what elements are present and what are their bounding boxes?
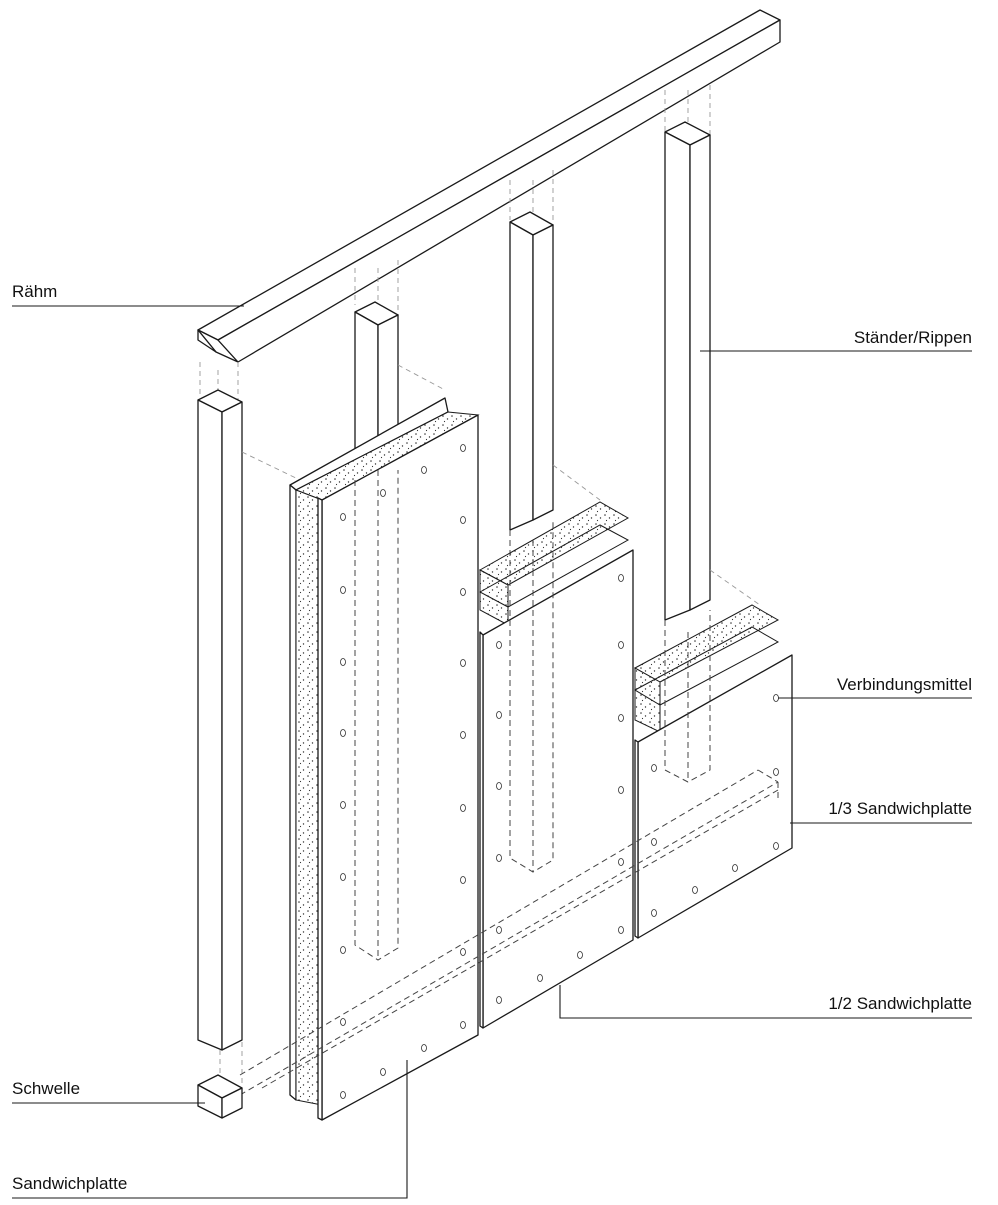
- top-plate-raehm: [197, 9, 781, 363]
- sandwich-panel-full: [289, 397, 480, 1121]
- stud-projection-lines: [219, 364, 761, 1085]
- panel-full-fasteners: [340, 444, 466, 1099]
- label-staender-rippen: Ständer/Rippen: [853, 328, 972, 347]
- stud-3: [509, 211, 554, 531]
- sill-plate-hidden-outline: [239, 769, 779, 1096]
- label-halb-sandwichplatte: 1/2 Sandwichplatte: [828, 994, 972, 1013]
- label-verbindungsmittel: Verbindungsmittel: [836, 675, 972, 694]
- sill-plate-schwelle: [197, 1074, 243, 1119]
- label-schwelle: Schwelle: [12, 1079, 81, 1098]
- label-raehm: Rähm: [12, 282, 58, 301]
- stud-1: [197, 389, 243, 1051]
- top-projection-lines: [199, 85, 711, 410]
- label-drittel-sandwichplatte: 1/3 Sandwichplatte: [828, 799, 972, 818]
- sandwich-panel-half: [478, 501, 634, 1029]
- stud-4: [664, 121, 711, 621]
- label-sandwichplatte: Sandwichplatte: [12, 1174, 128, 1193]
- panel-half-fasteners: [496, 574, 624, 1004]
- leader-lines: [12, 305, 972, 1199]
- sandwich-panel-third: [633, 604, 793, 939]
